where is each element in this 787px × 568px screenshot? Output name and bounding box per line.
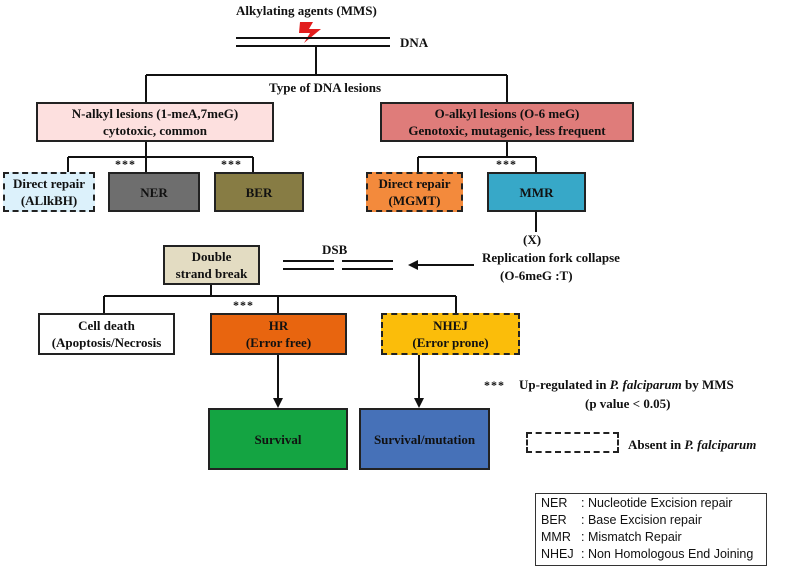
legend-upregulated-text: Up-regulated in P. falciparum by MMS [519,377,734,393]
abbr-nhej: NHEJ : Non Homologous End Joining [541,546,761,563]
direct-repair-mgmt-box: Direct repair (MGMT) [366,172,463,212]
o-alkyl-line1: O-alkyl lesions (O-6 meG) [434,106,580,121]
legend-absent-text: Absent in P. falciparum [628,437,756,453]
legend-absent-species: P. falciparum [684,437,757,452]
abbreviation-legend: NER : Nucleotide Excision repair BER : Bas… [535,493,767,566]
ner-box: NER [108,172,200,212]
ber-label: BER [245,184,273,200]
abbr-key: MMR [541,530,571,544]
survival-label: Survival [254,431,302,447]
abbr-ner: NER : Nucleotide Excision repair [541,495,761,512]
abbr-key: BER [541,513,567,527]
abbr-key: NHEJ [541,547,574,561]
direct-repair-1-line2: (ALlkBH) [20,193,78,208]
fork-collapse-line1: Replication fork collapse [482,250,620,265]
abbr-value: : Non Homologous End Joining [581,547,754,561]
dsb-box-line2: strand break [175,266,248,281]
mmr-label: MMR [519,184,554,200]
n-alkyl-line2: cytotoxic, common [103,123,207,138]
direct-repair-2-line1: Direct repair [378,176,451,191]
legend-upregulated-suffix: by MMS [681,377,734,392]
nhej-box: NHEJ (Error prone) [381,313,520,355]
survival-mutation-box: Survival/mutation [359,408,490,470]
survival-mutation-label: Survival/mutation [373,431,476,447]
abbr-value: : Nucleotide Excision repair [581,496,733,510]
legend-upregulated-prefix: Up-regulated in [519,377,610,392]
nhej-line1: NHEJ [433,318,468,333]
hr-line1: HR [268,318,289,333]
dna-strand [236,37,390,47]
abbr-value: : Mismatch Repair [581,530,682,544]
dsb-label: DSB [322,242,348,257]
lesion-type-label: Type of DNA lesions [267,80,384,96]
legend-dashed-swatch [526,432,619,453]
abbr-mmr: MMR : Mismatch Repair [541,529,761,546]
ber-upregulated-stars: *** [221,157,242,171]
cell-death-line2: (Apoptosis/Necrosis [51,335,162,350]
legend-absent-prefix: Absent in [628,437,685,452]
o-alkyl-line2: Genotoxic, mutagenic, less frequent [408,123,606,138]
direct-repair-alkbh-box: Direct repair (ALlkBH) [3,172,95,212]
survival-box: Survival [208,408,348,470]
direct-repair-1-line1: Direct repair [12,176,86,191]
ber-box: BER [214,172,304,212]
cell-death-box: Cell death (Apoptosis/Necrosis [38,313,175,355]
ner-upregulated-stars: *** [115,157,136,171]
abbr-ber: BER : Base Excision repair [541,512,761,529]
legend-species: P. falciparum [609,377,682,392]
hr-line2: (Error free) [245,335,312,350]
abbr-key: NER [541,496,568,510]
legend-pvalue: (p value < 0.05) [585,396,671,411]
n-alkyl-line1: N-alkyl lesions (1-meA,7meG) [71,106,239,121]
cell-death-line1: Cell death [78,318,135,333]
dna-label: DNA [400,35,429,50]
lightning-icon [299,22,321,43]
mmr-box: MMR [487,172,586,212]
dsb-box-line1: Double [191,249,232,264]
o-alkyl-lesions-box: O-alkyl lesions (O-6 meG) Genotoxic, mut… [380,102,634,142]
abbr-value: : Base Excision repair [581,513,702,527]
nhej-line2: (Error prone) [412,335,489,350]
alkylating-agent-label: Alkylating agents (MMS) [236,3,377,18]
n-alkyl-lesions-box: N-alkyl lesions (1-meA,7meG) cytotoxic, … [36,102,274,142]
fork-collapse-line2: (O-6meG :T) [500,268,573,283]
hr-box: HR (Error free) [210,313,347,355]
ner-label: NER [140,184,168,200]
legend-stars: *** [484,378,505,392]
hr-upregulated-stars: *** [233,298,254,312]
x-mark: (X) [523,232,542,247]
mmr-upregulated-stars: *** [496,157,517,171]
double-strand-break-box: Double strand break [163,245,260,285]
direct-repair-2-line2: (MGMT) [388,193,441,208]
